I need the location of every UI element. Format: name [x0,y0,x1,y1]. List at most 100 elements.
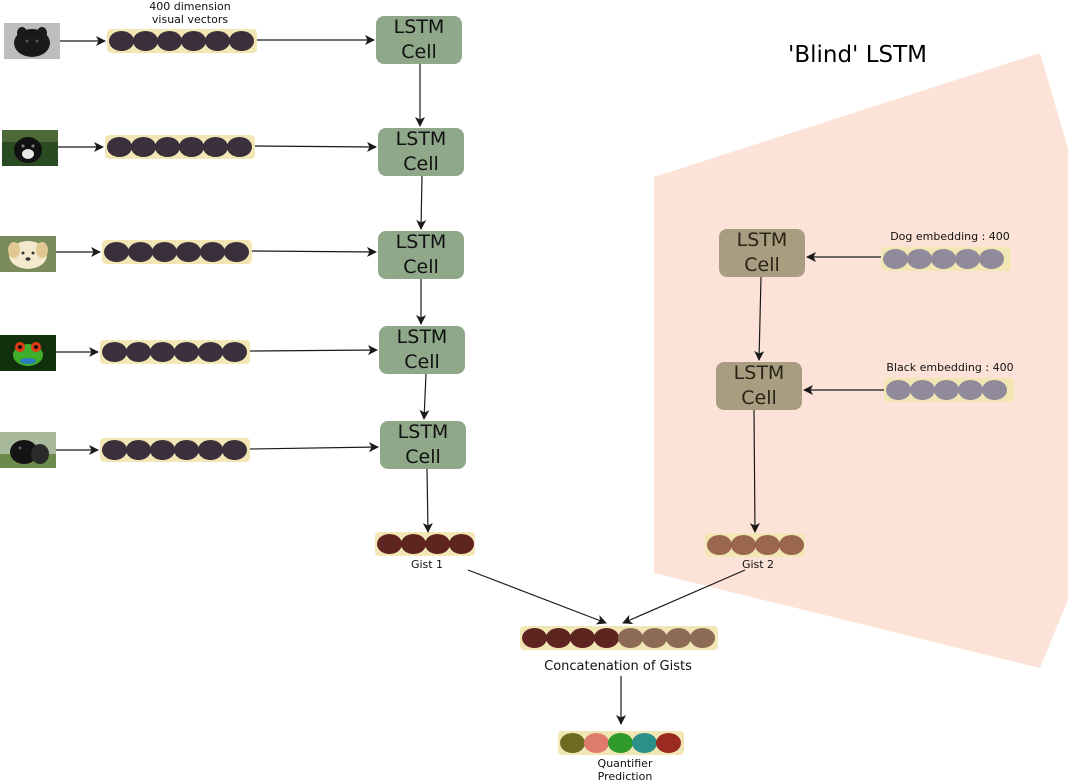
vector-unit [982,380,1007,400]
vector-unit [642,628,667,648]
vector-unit [174,440,199,460]
vector-unit [618,628,643,648]
arrow [422,468,433,533]
vector-unit [150,440,175,460]
vector-unit [401,534,426,554]
blind-lstm-panel [654,53,1068,668]
visual-lstm-cell-5: LSTM Cell [380,421,466,469]
vector-unit [107,137,132,157]
puppy-photo-icon [0,236,56,272]
arrow [254,141,377,152]
vector-unit [203,137,228,157]
visual-lstm-cell-4: LSTM Cell [379,326,465,374]
vector-unit [934,380,959,400]
dog-embedding-label: Dog embedding : 400 [890,230,1010,243]
arrow [249,442,379,453]
visual-vector-2 [105,135,255,159]
vector-unit [883,249,908,269]
arrow [622,569,746,624]
vector-unit [594,628,619,648]
black-dog-photo-icon [2,130,58,166]
image-5 [0,432,56,468]
vector-unit [886,380,911,400]
vector-unit [104,242,129,262]
visual-lstm-cell-2: LSTM Cell [378,128,464,176]
vector-unit [958,380,983,400]
visual-vector-5 [100,438,250,462]
vector-unit [979,249,1004,269]
arrow [416,175,427,230]
gist-2-label: Gist 2 [741,558,775,571]
black-embedding-vector [884,378,1014,402]
vector-unit [377,534,402,554]
vector-unit [731,535,756,555]
vector-unit [690,628,715,648]
vector-unit [198,440,223,460]
vector-unit [222,342,247,362]
visual-vector-3 [102,240,252,264]
vector-unit [779,535,804,555]
visual-lstm-cell-1: LSTM Cell [376,16,462,64]
blind-lstm-cell-2: LSTM Cell [716,362,802,410]
vector-unit [205,31,230,51]
arrow [749,409,760,533]
concatenation-vector [520,626,718,650]
vector-unit [907,249,932,269]
gist-1-label: Gist 1 [410,558,444,571]
vector-unit [152,242,177,262]
black-dog-photo-icon [4,23,60,59]
vector-unit [179,137,204,157]
vector-unit [200,242,225,262]
blind-lstm-cell-1: LSTM Cell [719,229,805,277]
arrow [251,246,377,257]
prediction-vector [558,731,684,755]
image-2 [2,130,58,166]
vector-unit [449,534,474,554]
vector-unit [174,342,199,362]
vector-unit [229,31,254,51]
image-1 [4,23,60,59]
vector-unit [425,534,450,554]
vector-unit [910,380,935,400]
visual-vector-4 [100,340,250,364]
concatenation-label: Concatenation of Gists [544,659,692,674]
vector-unit [546,628,571,648]
vector-unit [656,733,681,753]
image-3 [0,236,56,272]
arrow [249,345,378,356]
vector-unit [157,31,182,51]
vector-unit [755,535,780,555]
vector-unit [570,628,595,648]
black-embedding-label: Black embedding : 400 [886,361,1014,374]
frog-photo-icon [0,335,56,371]
visual-vectors-label: 400 dimension visual vectors [149,0,231,26]
visual-vector-1 [107,29,257,53]
vector-unit [608,733,633,753]
vector-unit [176,242,201,262]
vector-unit [133,31,158,51]
gist-1-vector [375,532,475,556]
vector-unit [198,342,223,362]
vector-unit [222,440,247,460]
vector-unit [128,242,153,262]
vector-unit [955,249,980,269]
vector-unit [632,733,657,753]
vector-unit [227,137,252,157]
arrow [419,373,430,420]
arrow [754,276,765,361]
vector-unit [126,342,151,362]
vector-unit [150,342,175,362]
vector-unit [181,31,206,51]
prediction-label: Quantifier Prediction [597,757,653,783]
vector-unit [584,733,609,753]
vector-unit [224,242,249,262]
gist-2-vector [705,533,805,557]
vector-unit [155,137,180,157]
image-4 [0,335,56,371]
dog-photo-icon [0,432,56,468]
arrow [467,569,607,625]
vector-unit [102,342,127,362]
